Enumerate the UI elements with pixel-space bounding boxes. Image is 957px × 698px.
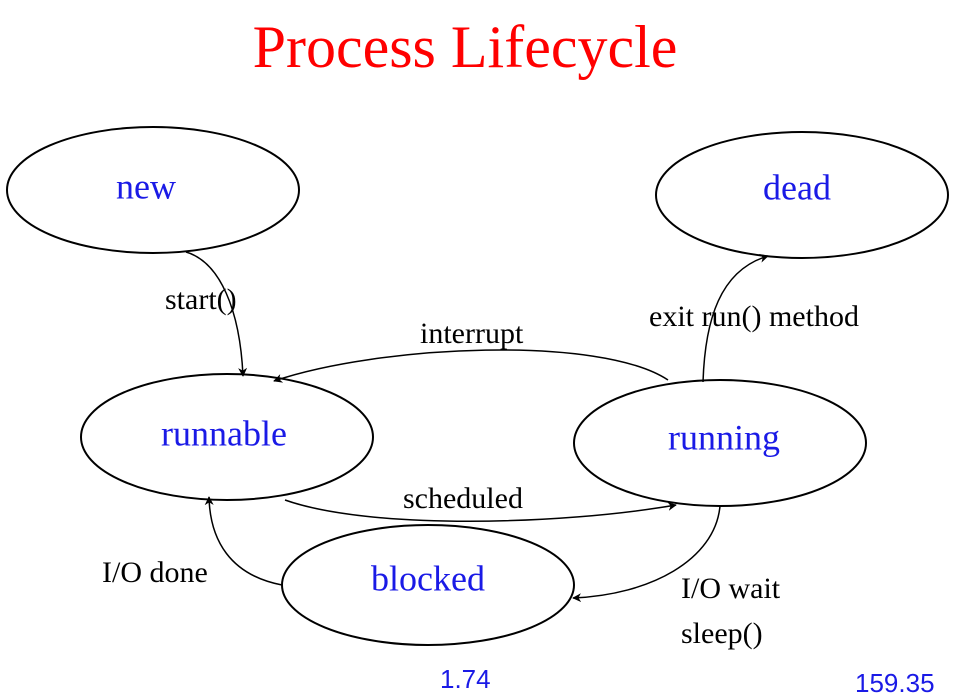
state-dead-shape — [655, 131, 949, 259]
footer-course-code: 159.35 — [855, 668, 935, 698]
state-running: running — [573, 379, 867, 507]
edge-new-to-runnable — [185, 251, 248, 377]
edge-label-interrupt: interrupt — [420, 317, 524, 350]
edge-label-exit: exit run() method — [649, 300, 859, 333]
footer-page-number: 1.74 — [440, 664, 491, 694]
edge-label-start: start() — [165, 283, 237, 316]
edge-label-sleep: sleep() — [681, 617, 763, 650]
state-new-label: new — [116, 166, 176, 206]
edge-blocked-to-runnable-io-done — [204, 496, 283, 586]
edge-label-io-wait: I/O wait — [681, 572, 781, 605]
edge-label-io-done: I/O done — [102, 556, 208, 589]
state-dead-label: dead — [763, 167, 831, 207]
state-blocked: blocked — [281, 524, 575, 646]
state-new-shape — [6, 126, 300, 254]
state-blocked-label: blocked — [371, 558, 485, 598]
diagram-title: Process Lifecycle — [252, 14, 678, 80]
state-runnable-shape — [80, 373, 374, 501]
edge-running-to-runnable-interrupt — [273, 349, 669, 383]
state-dead: dead — [655, 131, 949, 259]
state-runnable: runnable — [80, 373, 374, 501]
edge-running-to-dead-exit — [702, 253, 769, 383]
state-running-label: running — [668, 417, 780, 457]
state-new: new — [6, 126, 300, 254]
state-runnable-label: runnable — [161, 413, 287, 453]
edge-label-scheduled: scheduled — [403, 482, 523, 515]
edge-runnable-to-running-scheduled — [284, 499, 677, 522]
edge-running-to-blocked-io-wait — [572, 505, 721, 603]
